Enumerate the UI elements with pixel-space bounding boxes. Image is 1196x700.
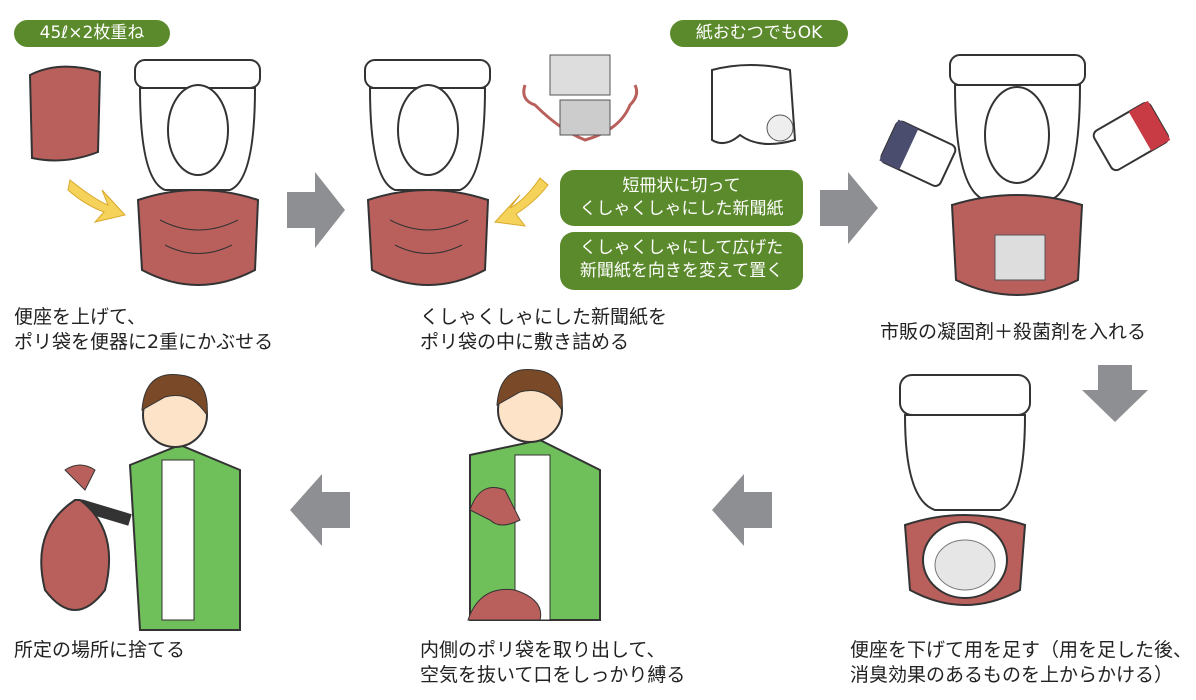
step-4-caption: 便座を下げて用を足す（用を足した後、 消臭効果のあるものを上からかける） [850,638,1192,688]
toilet-illustration-1 [134,59,261,286]
toilet-illustration-2 [364,59,491,286]
note-line: くしゃくしゃにして広げた [579,238,784,258]
caption-line: 市販の凝固剤＋殺菌剤を入れる [880,321,1147,343]
yellow-arrow-icon [67,179,126,223]
yellow-arrow-icon [493,177,549,227]
newspaper-spread-note: くしゃくしゃにして広げた 新聞紙を向きを変えて置く [560,232,803,290]
caption-line: 空気を抜いて口をしっかり縛る [420,664,686,686]
toilet-illustration-4 [899,374,1031,606]
bag-roll-illustration [28,65,102,162]
caption-line: くしゃくしゃにした新聞紙を [420,306,668,328]
note-line: 新聞紙を向きを変えて置く [579,261,784,281]
diaper-ok-badge: 紙おむつでもOK [670,20,848,47]
newspaper-strips-note: 短冊状に切って くしゃくしゃにした新聞紙 [560,170,803,226]
caption-line: ポリ袋を便器に2重にかぶせる [14,331,274,353]
step-3-caption: 市販の凝固剤＋殺菌剤を入れる [880,320,1146,345]
caption-line: ポリ袋の中に敷き詰める [420,331,630,353]
arrow-right-icon [287,172,345,248]
caption-line: 消臭効果のあるものを上からかける） [850,664,1174,686]
diaper-illustration [711,64,797,145]
caption-line: 内側のポリ袋を取り出して、 [420,639,666,661]
arrow-right-icon [820,172,878,244]
arrow-down-icon [1082,365,1148,422]
arrow-left-icon [712,474,772,546]
newspaper-strips-illustration [522,54,639,142]
caption-line: 便座を下げて用を足す（用を足した後、 [850,639,1193,661]
step-5-caption: 内側のポリ袋を取り出して、 空気を抜いて口をしっかり縛る [420,638,685,688]
caption-line: 便座を上げて、 [14,306,147,328]
toilet-illustration-3 [879,54,1171,296]
step-6-caption: 所定の場所に捨てる [14,638,185,663]
step-2-caption: くしゃくしゃにした新聞紙を ポリ袋の中に敷き詰める [420,305,667,355]
note-line: くしゃくしゃにした新聞紙 [579,199,784,219]
person-holding-bag-illustration [40,373,241,631]
bag-spec-badge: 45ℓ×2枚重ね [14,20,170,47]
step-1-caption: 便座を上げて、 ポリ袋を便器に2重にかぶせる [14,305,273,355]
note-line: 短冊状に切って [622,176,741,196]
arrow-left-icon [290,474,350,546]
person-tying-bag-illustration [467,368,601,621]
caption-line: 所定の場所に捨てる [14,639,186,661]
